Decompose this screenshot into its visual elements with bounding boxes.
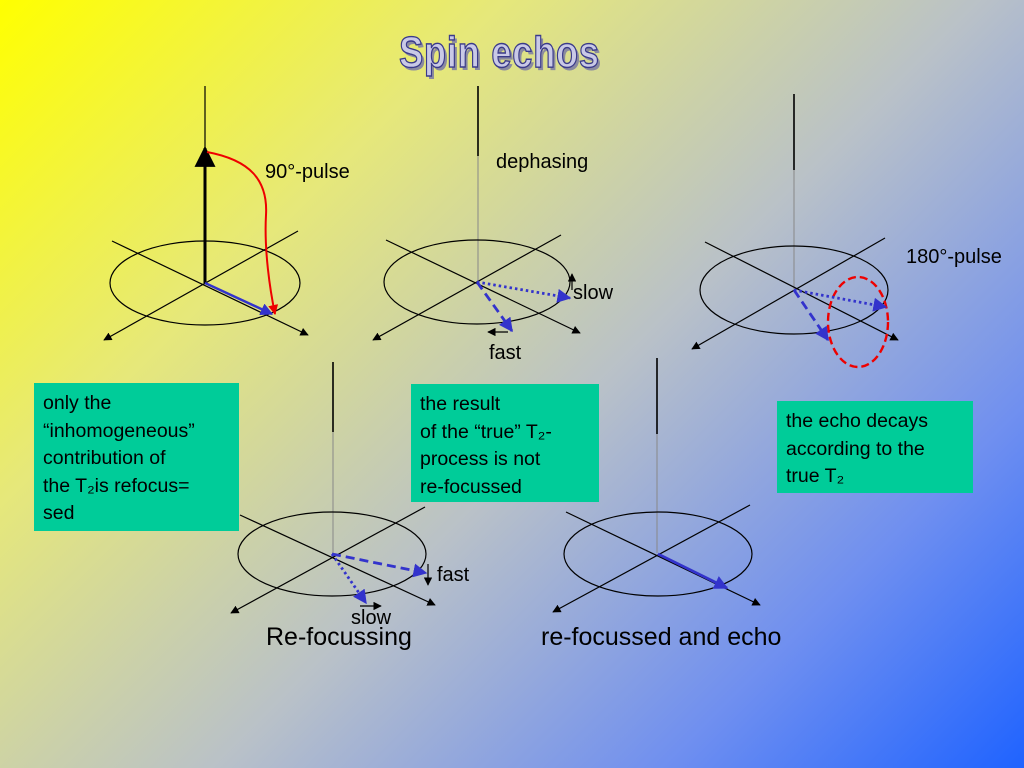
spin-vector [204,281,274,316]
refocus-rotation-path [826,275,890,369]
y-axis [385,239,581,334]
slide-title: Spin echos [399,27,600,77]
slow-spin-vector [793,288,888,312]
note-line: true T₂ [786,465,845,487]
fast-label-bottom: fast [437,564,470,586]
fast-label: fast [489,342,522,364]
slow-spin-vector [330,553,368,605]
pulse-180-label: 180°-pulse [906,246,1002,268]
y-axis [565,511,761,606]
fast-spin-vector [331,552,428,578]
note-line: “inhomogeneous” [43,419,195,442]
diagram-echo [552,358,761,613]
dephasing-label: dephasing [496,151,589,173]
refocused-spin-vector [657,552,729,590]
note-inhomogeneous: only the “inhomogeneous” contribution of… [34,383,239,531]
diagram-90-pulse [103,86,309,341]
transverse-plane [563,511,753,597]
pulse-90-label: 90°-pulse [265,161,350,183]
x-axis [691,237,886,350]
x-axis [372,234,562,341]
fast-spin-vector [475,281,514,333]
transverse-plane [699,245,889,335]
diagram-dephasing [372,86,581,341]
y-axis [111,240,309,336]
note-line: of the “true” T₂- [420,420,552,443]
note-line: only the [43,392,112,414]
x-axis [230,506,426,614]
note-line: the echo decays [786,410,929,432]
slow-label: slow [573,282,614,304]
fast-spin-vector [792,289,830,342]
y-axis [239,514,436,606]
diagram-180-pulse [691,94,899,369]
note-line: the T₂is refocus= [43,474,190,497]
diagram-refocussing [230,362,436,614]
note-line: the result [420,393,501,415]
x-axis [552,504,751,613]
note-line: according to the [786,437,925,460]
transverse-plane [237,511,427,597]
note-true-t2: the result of the “true” T₂- process is … [411,384,599,502]
transverse-plane [383,239,571,325]
note-line: contribution of [43,447,166,469]
slow-label-bottom: slow [351,607,392,629]
echo-caption: re-focussed and echo [541,623,782,651]
slow-spin-vector [476,280,572,303]
pulse-rotation-path [206,151,279,315]
refocussing-caption: Re-focussing [266,623,412,651]
note-line: process is not [420,448,541,470]
note-line: re-focussed [420,475,522,498]
note-line: sed [43,502,75,524]
note-echo-decay: the echo decays according to the true T₂ [777,401,973,493]
